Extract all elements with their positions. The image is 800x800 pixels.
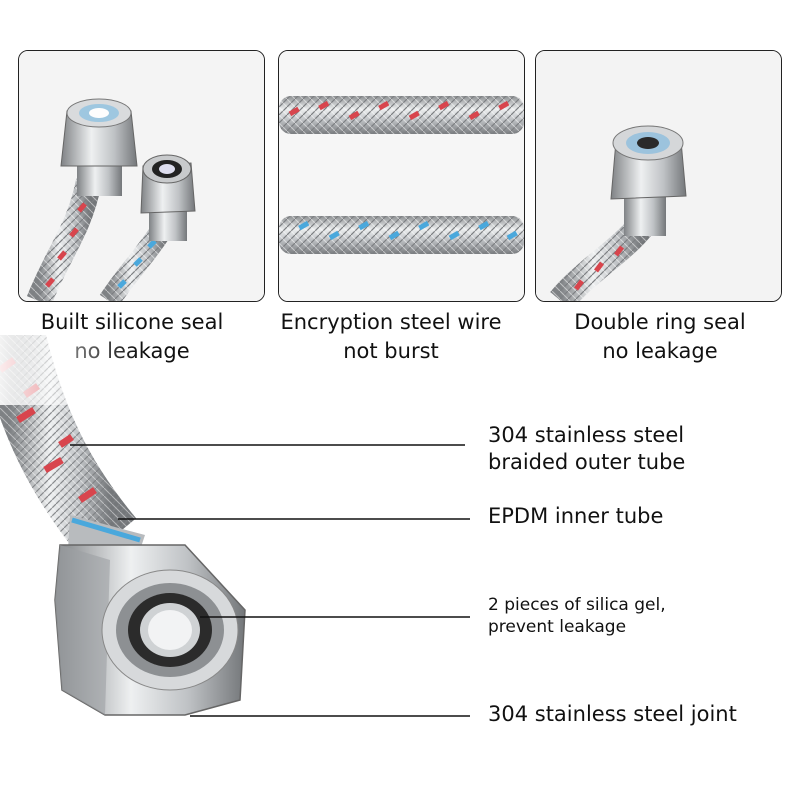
caption-line: no leakage	[602, 339, 718, 363]
photo-main-hose	[0, 335, 470, 717]
label-line: 2 pieces of silica gel,	[488, 595, 666, 615]
label-line: prevent leakage	[488, 616, 627, 637]
photo-braided-hoses	[279, 51, 524, 301]
photo-hose-nuts	[19, 51, 264, 301]
caption-line: Encryption steel wire	[280, 310, 502, 334]
caption-ring-seal: Double ring seal no leakage	[530, 308, 790, 366]
label-line: braided outer tube	[488, 449, 686, 474]
panel-ring-seal	[535, 50, 782, 302]
label-outer-tube: 304 stainless steel braided outer tube	[488, 422, 685, 476]
label-line: EPDM inner tube	[488, 504, 664, 528]
panel-silicone-seal	[18, 50, 265, 302]
label-line: 304 stainless steel	[488, 423, 685, 447]
panel-steel-wire	[278, 50, 525, 302]
label-inner-tube: EPDM inner tube	[488, 503, 663, 530]
photo-single-nut	[536, 51, 781, 301]
caption-line: Double ring seal	[574, 310, 746, 334]
label-joint: 304 stainless steel joint	[488, 701, 737, 728]
caption-line: Built silicone seal	[40, 310, 224, 334]
label-silica-gel: 2 pieces of silica gel, prevent leakage	[488, 595, 666, 639]
caption-line: not burst	[343, 339, 439, 363]
caption-steel-wire: Encryption steel wire not burst	[261, 308, 521, 366]
label-line: 304 stainless steel joint	[488, 702, 737, 726]
